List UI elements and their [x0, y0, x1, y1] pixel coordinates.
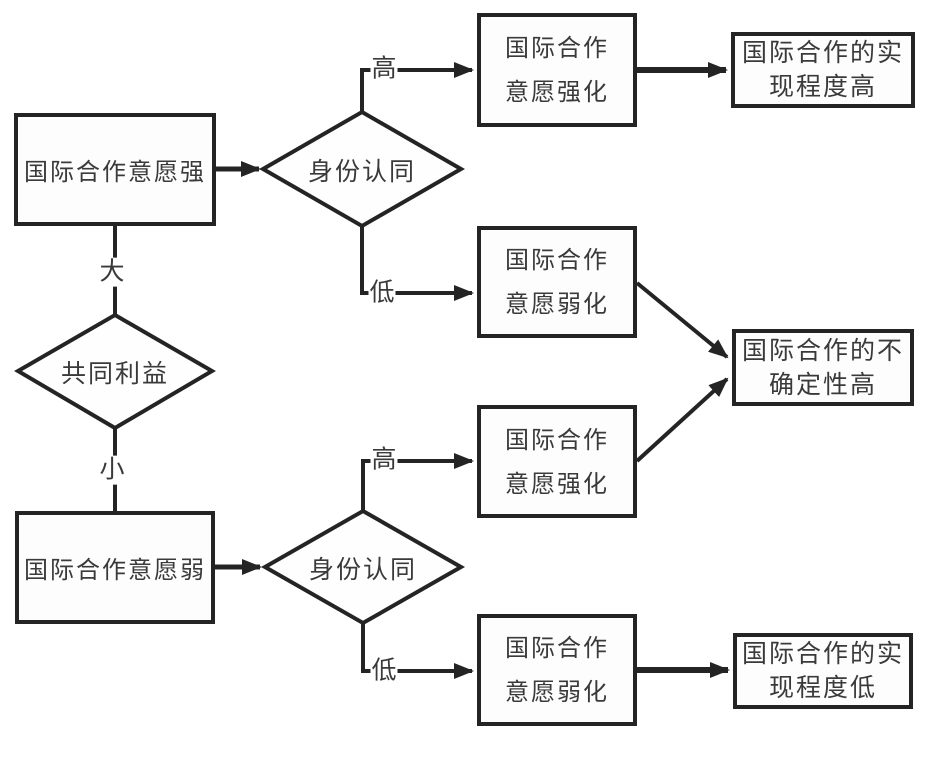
- edge-identitybottom-high-to-strengthenbottom: [361, 453, 474, 511]
- label-identity-bottom: 身份认同: [308, 555, 418, 584]
- edge-identitybottom-low-to-weakenbottom: [361, 623, 474, 679]
- label-common-interest: 共同利益: [60, 359, 170, 388]
- node-strengthen-top: 国际合作 意愿强化: [477, 13, 637, 127]
- edge-identitytop-high-to-strengthentop: [360, 62, 474, 112]
- label-interest-big: 大: [98, 256, 126, 287]
- diamond-identity-bottom: [260, 508, 466, 626]
- edge-strengthenbottom-to-outcomeuncertain: [635, 377, 729, 463]
- node-strengthen-bottom: 国际合作 意愿强化: [477, 405, 637, 518]
- diamond-common-interest: [14, 312, 216, 431]
- label-identity-top-high: 高: [370, 53, 398, 84]
- label-interest-small: 小: [98, 454, 126, 485]
- label-identity-top-low: 低: [368, 277, 396, 308]
- label-identity-top: 身份认同: [307, 157, 417, 186]
- node-weaken-top: 国际合作 意愿弱化: [477, 226, 637, 338]
- node-outcome-high: 国际合作的实 现程度高: [731, 32, 915, 108]
- diamond-identity-top: [258, 109, 466, 229]
- label-identity-bottom-high: 高: [370, 444, 398, 475]
- node-will-strong: 国际合作意愿强: [14, 113, 216, 226]
- edge-weakentop-to-outcomeuncertain: [635, 281, 729, 359]
- node-outcome-low: 国际合作的实 现程度低: [733, 633, 913, 709]
- node-will-weak: 国际合作意愿弱: [15, 511, 215, 624]
- edge-identitytop-low-to-weakentop: [360, 226, 474, 301]
- node-outcome-uncertain: 国际合作的不 确定性高: [732, 329, 914, 406]
- label-identity-bottom-low: 低: [370, 655, 398, 686]
- node-weaken-bottom: 国际合作 意愿弱化: [477, 614, 637, 726]
